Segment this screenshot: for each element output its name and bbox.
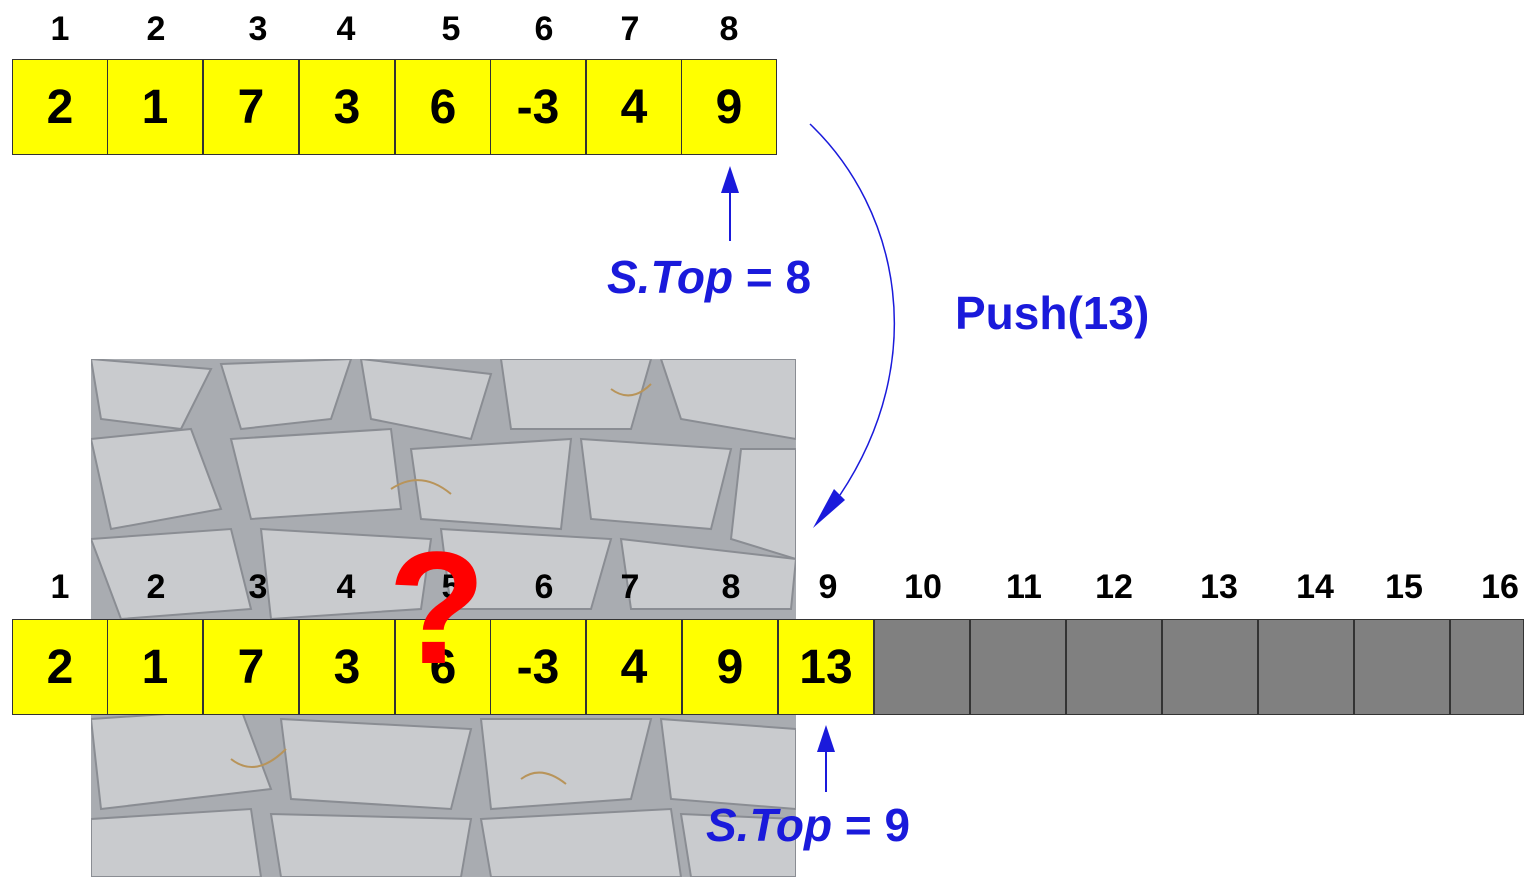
- top-pointer-label: S.Top = 8: [607, 250, 811, 304]
- push-curve-arrow: [810, 124, 894, 495]
- top-cell-7: 4: [586, 59, 682, 155]
- bottom-index-10: 10: [875, 570, 971, 604]
- bottom-pointer-arrowhead: [817, 725, 835, 752]
- top-index-4: 4: [298, 12, 394, 46]
- bottom-cell-16: [1450, 619, 1524, 715]
- operation-label: Push(13): [955, 286, 1149, 340]
- bottom-cell-12: [1066, 619, 1162, 715]
- top-cell-6: -3: [490, 59, 586, 155]
- top-cell-3: 7: [203, 59, 299, 155]
- top-index-6: 6: [496, 12, 592, 46]
- bottom-cell-7: 4: [586, 619, 682, 715]
- top-cell-8: 9: [681, 59, 777, 155]
- bottom-cell-14: [1258, 619, 1354, 715]
- bottom-cell-8: 9: [682, 619, 778, 715]
- top-cell-4: 3: [299, 59, 395, 155]
- bottom-index-7: 7: [582, 570, 678, 604]
- bottom-index-16: 16: [1452, 570, 1524, 604]
- bottom-index-9: 9: [780, 570, 876, 604]
- top-index-1: 1: [12, 12, 108, 46]
- bottom-index-11: 11: [976, 570, 1072, 604]
- bottom-index-14: 14: [1267, 570, 1363, 604]
- bottom-index-2: 2: [108, 570, 204, 604]
- bottom-index-15: 15: [1356, 570, 1452, 604]
- top-cell-2: 1: [107, 59, 203, 155]
- bottom-index-13: 13: [1171, 570, 1267, 604]
- top-index-2: 2: [108, 12, 204, 46]
- bottom-index-6: 6: [496, 570, 592, 604]
- top-index-3: 3: [210, 12, 306, 46]
- bottom-cell-9: 13: [778, 619, 874, 715]
- top-pointer-eq: = 8: [733, 251, 811, 303]
- bottom-cell-2: 1: [107, 619, 203, 715]
- bottom-index-4: 4: [298, 570, 394, 604]
- bottom-pointer-eq: = 9: [832, 799, 910, 851]
- bottom-index-1: 1: [12, 570, 108, 604]
- bottom-cell-15: [1354, 619, 1450, 715]
- top-pointer-var: S.Top: [607, 251, 733, 303]
- bottom-index-3: 3: [210, 570, 306, 604]
- bottom-index-12: 12: [1066, 570, 1162, 604]
- bottom-pointer-var: S.Top: [706, 799, 832, 851]
- top-index-7: 7: [582, 12, 678, 46]
- bottom-cell-13: [1162, 619, 1258, 715]
- bottom-cell-3: 7: [203, 619, 299, 715]
- push-curve-arrowhead: [813, 489, 845, 528]
- bottom-cell-6: -3: [490, 619, 586, 715]
- question-mark-icon: ?: [388, 528, 486, 688]
- bottom-cell-4: 3: [299, 619, 395, 715]
- bottom-index-8: 8: [683, 570, 779, 604]
- top-cell-1: 2: [12, 59, 108, 155]
- top-index-8: 8: [681, 12, 777, 46]
- top-index-5: 5: [403, 12, 499, 46]
- bottom-cell-1: 2: [12, 619, 108, 715]
- top-pointer-arrowhead: [721, 166, 739, 193]
- bottom-pointer-label: S.Top = 9: [706, 798, 910, 852]
- bottom-cell-11: [970, 619, 1066, 715]
- bottom-cell-10: [874, 619, 970, 715]
- top-cell-5: 6: [395, 59, 491, 155]
